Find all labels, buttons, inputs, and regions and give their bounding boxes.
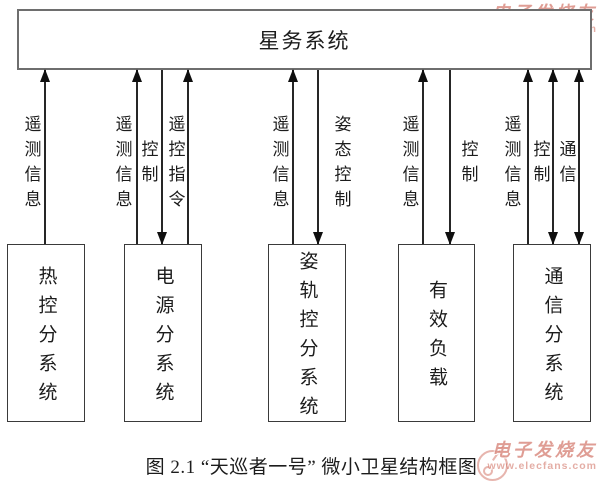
flow-label-control-5: 控制 (530, 140, 550, 190)
arrow-remote-command-power (182, 69, 194, 244)
flow-label-communication: 通信 (556, 140, 576, 190)
star-service-system-label: 星务系统 (258, 28, 351, 53)
flow-label-control-2: 控制 (138, 140, 158, 190)
arrow-telemetry-thermal (39, 69, 51, 244)
arrow-control-comm (547, 69, 559, 245)
arrow-telemetry-power (131, 69, 143, 244)
subsystem-box-comm: 通信分系统 (513, 244, 591, 422)
arrow-attitude-control-aocs (312, 70, 324, 245)
arrow-telemetry-payload (417, 69, 429, 244)
subsystem-box-power: 电源分系统 (124, 244, 202, 422)
flow-label-attitude-control: 姿态控制 (331, 115, 351, 215)
arrow-control-payload (444, 70, 456, 245)
flow-label-telemetry-5: 遥测信息 (501, 115, 521, 215)
flow-label-control-4: 控制 (458, 140, 478, 190)
flow-label-telemetry-4: 遥测信息 (399, 115, 419, 215)
star-service-system-box: 星务系统 (17, 9, 592, 70)
flow-label-telemetry-3: 遥测信息 (269, 115, 289, 215)
subsystem-box-payload: 有效负载 (398, 244, 475, 422)
arrow-telemetry-aocs (287, 69, 299, 244)
flow-label-remote-command: 遥控指令 (165, 115, 185, 215)
subsystem-box-thermal: 热控分系统 (7, 244, 85, 422)
figure-caption: 图 2.1 “天巡者一号” 微小卫星结构框图 (145, 457, 478, 478)
flow-label-telemetry-2: 遥测信息 (112, 115, 132, 215)
arrow-communication-comm (573, 69, 585, 245)
arrow-control-power (156, 70, 168, 245)
subsystem-box-aocs: 姿轨控分系统 (268, 244, 346, 425)
flow-label-telemetry-1: 遥测信息 (21, 115, 41, 215)
arrow-telemetry-comm (522, 69, 534, 244)
